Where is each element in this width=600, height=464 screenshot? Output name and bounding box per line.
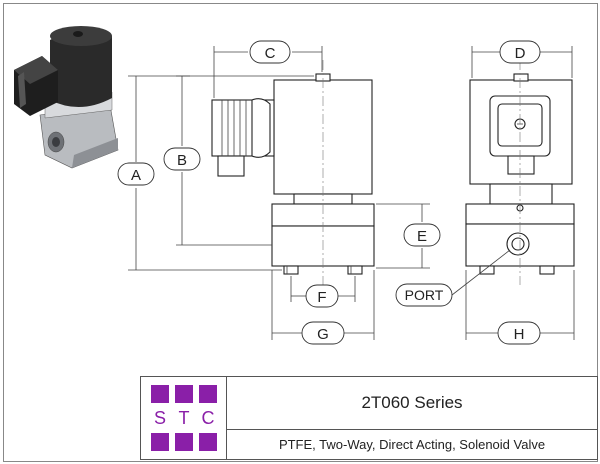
- dim-h: H: [497, 321, 541, 345]
- logo-letter-c: C: [201, 408, 215, 428]
- valve-isometric-render: [14, 26, 119, 169]
- logo-square: [151, 385, 169, 403]
- logo-square: [151, 433, 169, 451]
- dim-c: C: [249, 40, 291, 64]
- logo-square: [199, 385, 217, 403]
- dim-b: B: [163, 147, 201, 171]
- svg-text:F: F: [317, 289, 326, 306]
- logo-letter-s: S: [153, 408, 166, 428]
- svg-text:E: E: [417, 228, 427, 245]
- dimension-lines: [128, 46, 575, 340]
- logo-square: [175, 433, 193, 451]
- dim-e: E: [403, 223, 441, 247]
- logo-square: [199, 433, 217, 451]
- series-title: 2T060 Series: [361, 393, 463, 412]
- stc-logo: S T C: [141, 377, 227, 459]
- svg-text:A: A: [131, 167, 141, 184]
- logo-square: [175, 385, 193, 403]
- svg-text:C: C: [265, 45, 276, 62]
- dim-a: A: [117, 162, 155, 186]
- svg-text:PORT: PORT: [405, 287, 444, 303]
- svg-text:G: G: [317, 326, 329, 343]
- valve-side-view: [465, 60, 575, 285]
- logo-letter-t: T: [178, 408, 190, 428]
- svg-text:B: B: [177, 152, 187, 169]
- dim-d: D: [499, 40, 541, 64]
- port-callout: PORT: [395, 283, 453, 307]
- valve-front-view: [211, 60, 375, 285]
- technical-drawing: C D A B E F G H: [14, 26, 575, 345]
- dim-g: G: [301, 321, 345, 345]
- dim-f: F: [305, 284, 339, 308]
- series-cell: 2T060 Series: [227, 377, 597, 430]
- product-description: PTFE, Two-Way, Direct Acting, Solenoid V…: [278, 437, 546, 452]
- svg-text:H: H: [514, 326, 525, 343]
- title-block: S T C 2T060 Series PTFE, Two-Way, Direct…: [140, 376, 598, 460]
- svg-text:D: D: [515, 45, 526, 62]
- description-cell: PTFE, Two-Way, Direct Acting, Solenoid V…: [227, 430, 597, 459]
